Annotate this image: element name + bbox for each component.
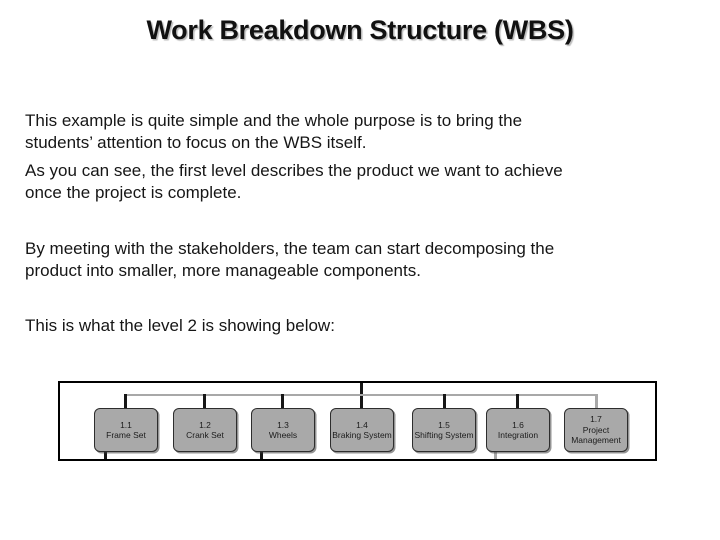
connector-stub <box>281 394 284 408</box>
slide-title: Work Breakdown Structure (WBS) <box>146 15 574 45</box>
text-line: once the project is complete. <box>25 183 242 202</box>
wbs-node-label: Frame Set <box>106 430 146 440</box>
wbs-node-number: 1.6 <box>512 419 524 430</box>
connector-stub <box>516 394 519 408</box>
paragraph: As you can see, the first level describe… <box>25 160 703 204</box>
text-line: This is what the level 2 is showing belo… <box>25 316 335 335</box>
wbs-node-project-management: 1.7 Project Management <box>564 408 628 452</box>
text-line: As you can see, the first level describe… <box>25 161 563 180</box>
text-line: product into smaller, more manageable co… <box>25 261 421 280</box>
wbs-node-frame-set: 1.1 Frame Set <box>94 408 158 452</box>
paragraph: By meeting with the stakeholders, the te… <box>25 238 703 282</box>
wbs-node-label: Shifting System <box>414 430 474 440</box>
wbs-node-label: Integration <box>497 430 539 440</box>
slide-body: This example is quite simple and the who… <box>25 110 703 337</box>
wbs-node-integration: 1.6 Integration <box>486 408 550 452</box>
wbs-diagram: 1.1 Frame Set 1.2 Crank Set 1.3 Wheels 1… <box>58 381 657 461</box>
wbs-node-wheels: 1.3 Wheels <box>251 408 315 452</box>
connector-stub <box>124 394 127 408</box>
wbs-node-shifting-system: 1.5 Shifting System <box>412 408 476 452</box>
wbs-node-number: 1.3 <box>277 419 289 430</box>
child-stub-line <box>494 452 497 459</box>
connector-stub <box>443 394 446 408</box>
paragraph: This example is quite simple and the who… <box>25 110 703 154</box>
wbs-node-crank-set: 1.2 Crank Set <box>173 408 237 452</box>
wbs-node-number: 1.4 <box>356 419 368 430</box>
connector-stub <box>595 394 598 408</box>
wbs-node-label: Wheels <box>268 430 298 440</box>
wbs-node-number: 1.5 <box>438 419 450 430</box>
child-stub-line <box>104 452 107 459</box>
horizontal-connector-line <box>126 394 597 396</box>
wbs-node-number: 1.2 <box>199 419 211 430</box>
wbs-node-braking-system: 1.4 Braking System <box>330 408 394 452</box>
wbs-node-number: 1.7 <box>590 414 602 425</box>
wbs-node-label: Crank Set <box>186 430 224 440</box>
text-line: students’ attention to focus on the WBS … <box>25 133 367 152</box>
text-line: By meeting with the stakeholders, the te… <box>25 239 555 258</box>
wbs-node-number: 1.1 <box>120 419 132 430</box>
wbs-node-label: Project Management <box>571 424 621 446</box>
text-line: This example is quite simple and the who… <box>25 111 523 130</box>
connector-stub <box>203 394 206 408</box>
child-stub-line <box>260 452 263 459</box>
wbs-node-label: Braking System <box>332 430 392 440</box>
paragraph: This is what the level 2 is showing belo… <box>25 315 703 337</box>
